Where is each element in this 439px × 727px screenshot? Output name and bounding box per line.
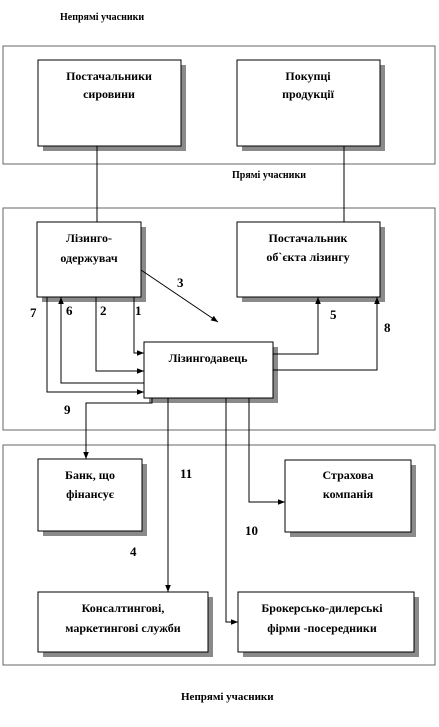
box-buyers-line2: продукції (282, 87, 334, 101)
bottom-group-frame (2, 444, 436, 666)
svg-text:маркетингові служби: маркетингові служби (65, 621, 181, 635)
top-caption: Непрямі учасники (60, 12, 144, 23)
box-insurance-line2: компанія (323, 487, 374, 501)
box-bank-line1: Банк, що (65, 468, 115, 482)
svg-text:Лізингодавець: Лізингодавець (169, 351, 249, 365)
box-brokers-line1: Брокерсько-дилерські (261, 601, 383, 615)
arrow-insurance (248, 398, 285, 505)
svg-text:Консалтингові,: Консалтингові, (82, 601, 165, 615)
box-supplier-object-line1: Постачальник (269, 231, 348, 245)
box-brokers: Брокерсько-дилерські фірми -посередники (237, 591, 419, 657)
number-3: 3 (177, 275, 184, 290)
svg-text:продукції: продукції (282, 87, 334, 101)
svg-text:фінансує: фінансує (66, 487, 115, 501)
box-bank-line2: фінансує (66, 487, 115, 501)
number-8: 8 (384, 320, 391, 335)
box-lessee-line2: одержувач (60, 251, 117, 265)
box-suppliers-raw-line1: Постачальники (66, 69, 152, 83)
box-consulting: Консалтингові, маркетингові служби (37, 591, 213, 657)
box-supplier-object: Постачальник об`єкта лізингу (236, 221, 385, 302)
number-10: 10 (245, 523, 258, 538)
box-supplier-object-line2: об`єкта лізингу (266, 250, 349, 264)
number-9: 9 (64, 402, 71, 417)
svg-text:сировини: сировини (83, 87, 135, 101)
box-lessee-line1: Лізинго- (66, 231, 112, 245)
arrow-10 (225, 398, 238, 625)
middle-group-frame (2, 207, 436, 431)
svg-text:Покупці: Покупці (285, 69, 331, 83)
number-11: 11 (180, 466, 192, 481)
svg-text:компанія: компанія (323, 487, 374, 501)
box-consulting-line2: маркетингові служби (65, 621, 181, 635)
svg-text:Брокерсько-дилерські: Брокерсько-дилерські (261, 601, 383, 615)
box-suppliers-raw-line2: сировини (83, 87, 135, 101)
box-lessor: Лізингодавець (143, 341, 278, 403)
arrow-9 (83, 398, 153, 459)
svg-text:Лізинго-: Лізинго- (66, 231, 112, 245)
box-insurance-line1: Страхова (323, 468, 374, 482)
number-5: 5 (330, 307, 337, 322)
arrow-3 (140, 269, 219, 323)
box-suppliers-raw: Постачальники сировини (37, 59, 186, 151)
svg-text:фірми -посередники: фірми -посередники (267, 621, 377, 635)
svg-text:Постачальник: Постачальник (269, 231, 348, 245)
top-group-frame (2, 45, 436, 165)
svg-text:Постачальники: Постачальники (66, 69, 152, 83)
box-lessee: Лізинго- одержувач (36, 221, 146, 302)
box-lessor-line1: Лізингодавець (169, 351, 249, 365)
box-buyers-line1: Покупці (285, 69, 331, 83)
arrow-5 (273, 297, 321, 355)
number-2: 2 (100, 303, 107, 318)
arrow-1 (133, 297, 144, 356)
number-6: 6 (66, 303, 73, 318)
number-7: 7 (30, 305, 37, 320)
box-consulting-line1: Консалтингові, (82, 601, 165, 615)
number-4: 4 (130, 544, 137, 559)
arrow-8 (273, 297, 380, 371)
arrow-2 (95, 297, 144, 374)
svg-text:Банк, що: Банк, що (65, 468, 115, 482)
arrow-6 (58, 297, 144, 384)
box-brokers-line2: фірми -посередники (267, 621, 377, 635)
middle-caption: Прямі учасники (232, 170, 306, 181)
box-insurance: Страхова компанія (284, 459, 416, 537)
svg-text:об`єкта лізингу: об`єкта лізингу (266, 250, 349, 264)
svg-text:Страхова: Страхова (323, 468, 374, 482)
box-buyers: Покупці продукції (236, 59, 385, 151)
arrow-7 (46, 297, 144, 395)
svg-text:одержувач: одержувач (60, 251, 117, 265)
box-bank: Банк, що фінансує (37, 458, 147, 536)
number-1: 1 (135, 303, 142, 318)
bottom-caption: Непрямі учасники (181, 691, 274, 703)
